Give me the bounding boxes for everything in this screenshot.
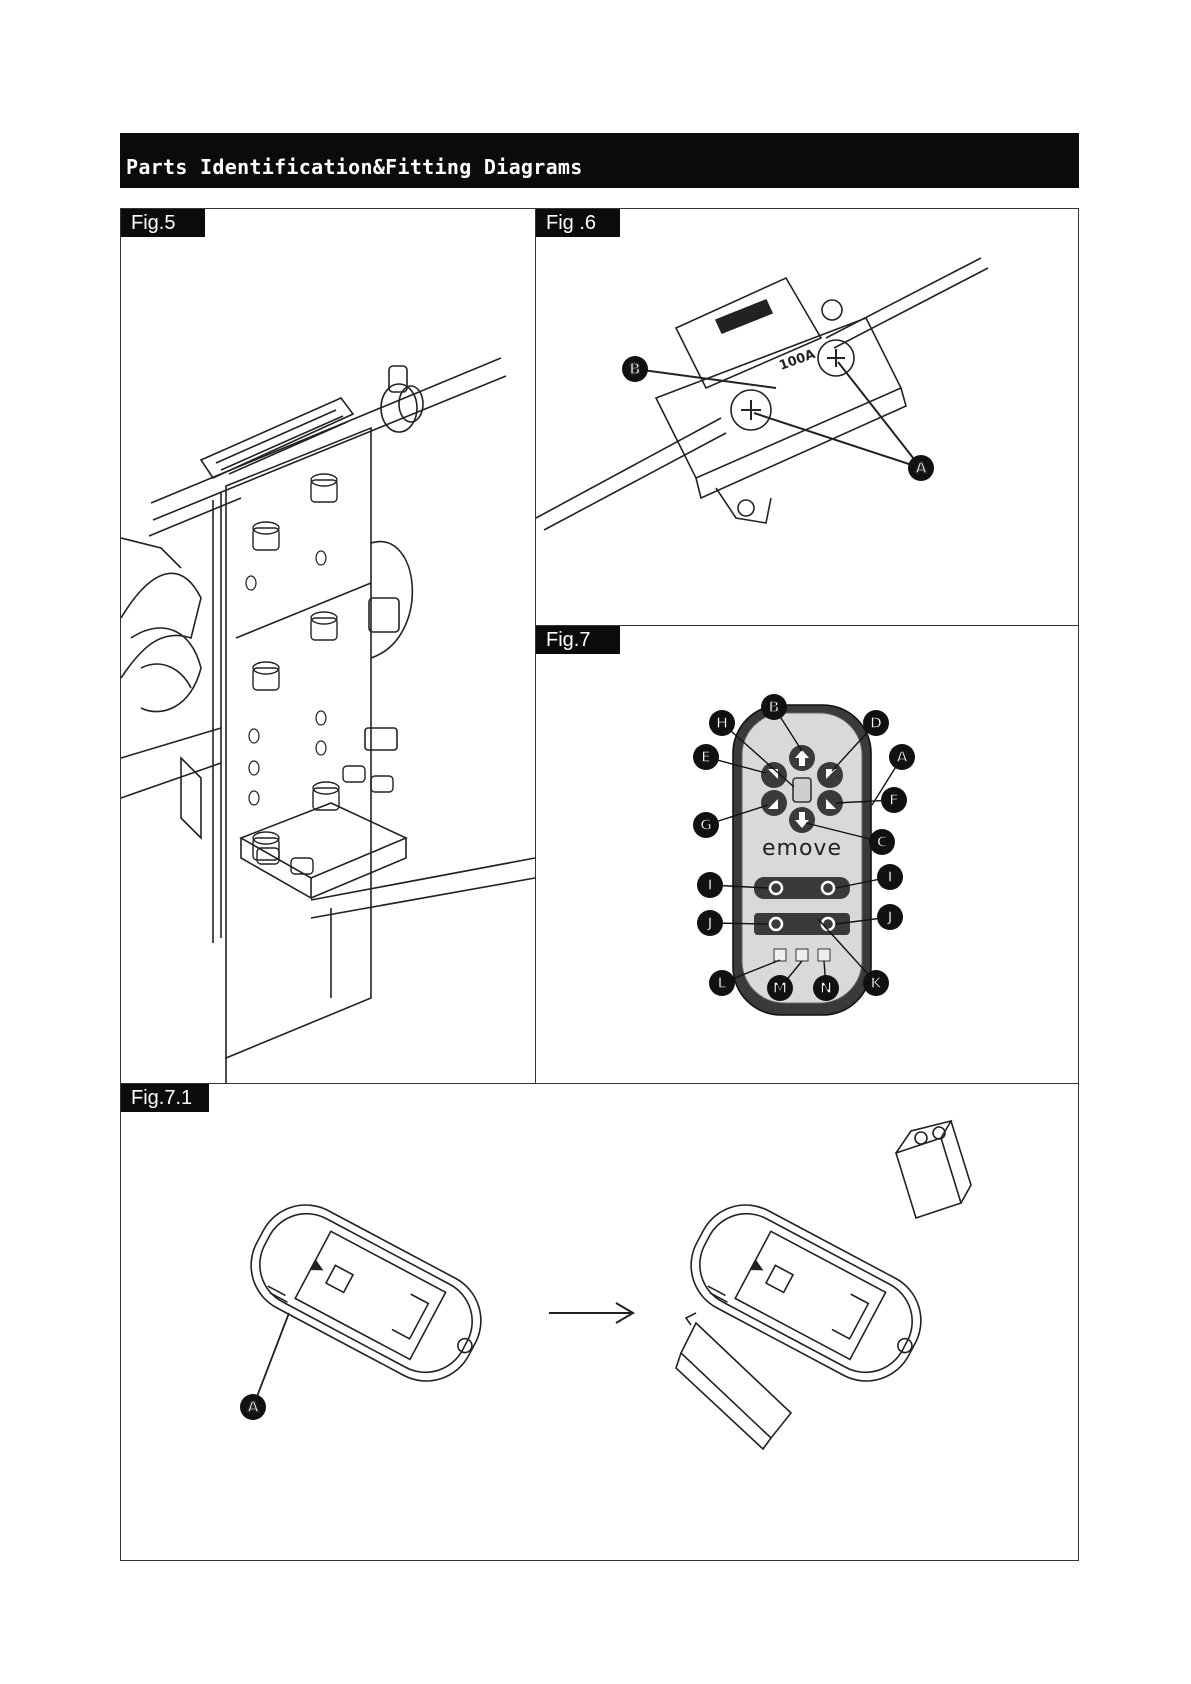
fig6-callout-b: B (629, 360, 640, 378)
fig7-callout-h: H (716, 714, 729, 732)
section-title: Parts Identification&Fitting Diagrams (126, 155, 583, 179)
fig71-label: Fig.7.1 (121, 1084, 209, 1112)
fig7-callout-d: D (870, 714, 882, 732)
fig5-label: Fig.5 (121, 209, 205, 237)
remote-brand-text: emove (762, 836, 842, 861)
remote-closed (234, 1188, 498, 1398)
fig7-callout-l: L (717, 974, 727, 992)
fuse-rating-text: 100A (777, 347, 817, 374)
fig7-callout-f: F (889, 791, 899, 809)
fig7-callout-m: M (773, 979, 788, 997)
fig7-callout-i-right: I (887, 868, 893, 886)
fig6-callout-a: A (915, 459, 927, 477)
fig71-callout-a: A (247, 1398, 259, 1416)
battery-9v (896, 1121, 971, 1218)
fig7-remote-illustration: emove B H D E A F G C I I J J L M N K (536, 655, 1078, 1083)
fig7-callout-g: G (700, 816, 712, 834)
fig6-fuse-illustration: 100A B A (536, 238, 1078, 625)
fig7-callout-n: N (820, 979, 833, 997)
fig6-label: Fig .6 (536, 209, 620, 237)
fig7-callout-e: E (701, 748, 711, 766)
section-header: Parts Identification&Fitting Diagrams (120, 133, 1079, 188)
fig71-battery-illustration: A (121, 1113, 1078, 1560)
fig7-callout-j-right: J (886, 908, 893, 926)
remote-open (674, 1188, 938, 1398)
fig7-callout-b: B (768, 698, 779, 716)
fig7-label: Fig.7 (536, 626, 620, 654)
fig7-callout-a: A (896, 748, 908, 766)
fig7-callout-k: K (870, 974, 883, 992)
battery-cover (676, 1313, 791, 1449)
fig7-callout-j-left: J (706, 914, 713, 932)
fig7-callout-i-left: I (707, 876, 713, 894)
fig5-bracket-illustration (121, 238, 535, 1083)
fig7-callout-c: C (876, 833, 887, 851)
